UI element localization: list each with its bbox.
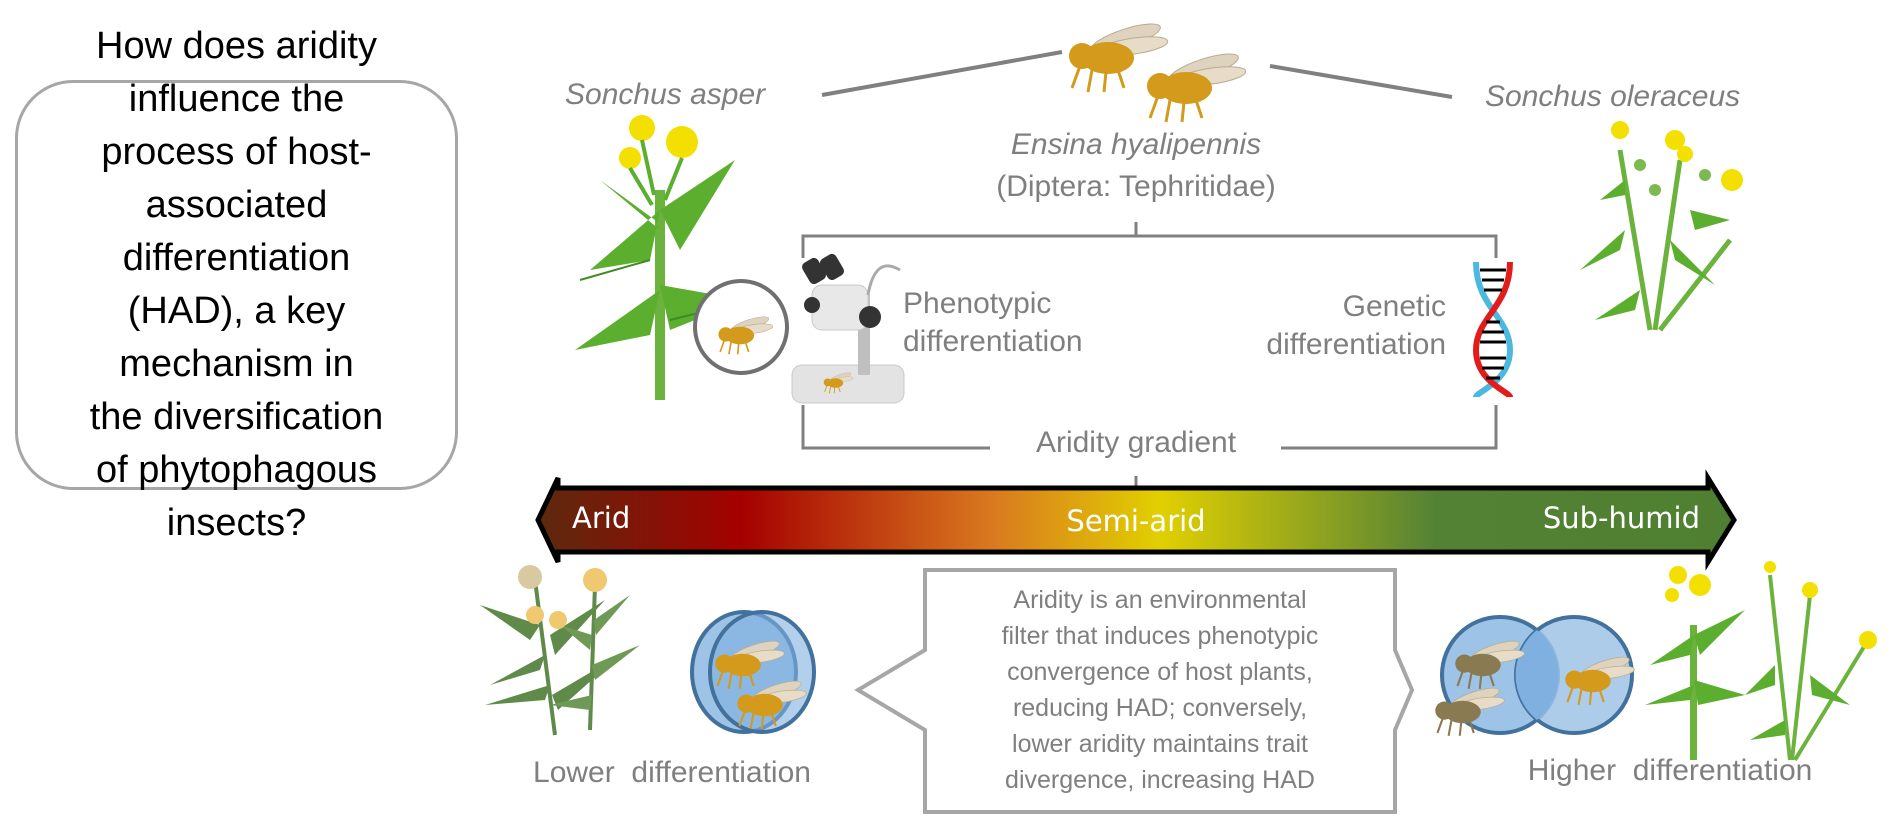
lower-differentiation-label: Lower differentiation (533, 756, 811, 789)
insect-species-name: Ensina hyalipennis (1010, 128, 1262, 161)
arid-host-plants-icon (480, 565, 640, 736)
research-question-box: How does aridity influence the process o… (15, 25, 458, 544)
bracket-bottom-left (801, 405, 990, 450)
fly-pair-icon (1067, 16, 1249, 124)
host-species-right: Sonchus oleraceus (1485, 80, 1741, 113)
aridity-gradient-arrow (535, 469, 1737, 571)
research-question-text: How does aridity influence the process o… (89, 25, 384, 544)
gradient-label-sub-humid: Sub-humid (1542, 501, 1700, 535)
connector-line-left (821, 50, 1063, 97)
insect-taxonomy: (Diptera: Tephritidae) (996, 170, 1276, 203)
magnified-fly-icon (693, 279, 789, 375)
overlapping-populations-lower-icon (690, 610, 816, 734)
host-species-left: Sonchus asper (565, 78, 766, 111)
conclusion-text: Aridity is an environmental filter that … (1001, 586, 1319, 794)
gradient-label-arid: Arid (572, 501, 631, 535)
aridity-gradient-title: Aridity gradient (1035, 426, 1237, 459)
gradient-label-semi-arid: Semi-arid (1066, 504, 1206, 538)
dna-helix-icon (1472, 261, 1514, 399)
microscope-icon (791, 253, 905, 404)
humid-host-plants-icon (1645, 561, 1877, 762)
connector-line-right (1269, 64, 1453, 99)
sonchus-oleraceus-plant-icon (1580, 121, 1743, 332)
bracket-bottom-right (1281, 405, 1498, 450)
genetic-differentiation-label: Genetic differentiation (1266, 290, 1446, 361)
bracket-top (801, 234, 1498, 258)
conclusion-callout-frame (854, 568, 1415, 814)
higher-differentiation-label: Higher differentiation (1527, 754, 1813, 787)
separated-populations-higher-icon (1434, 615, 1637, 737)
phenotypic-differentiation-label: Phenotypic differentiation (903, 287, 1083, 358)
